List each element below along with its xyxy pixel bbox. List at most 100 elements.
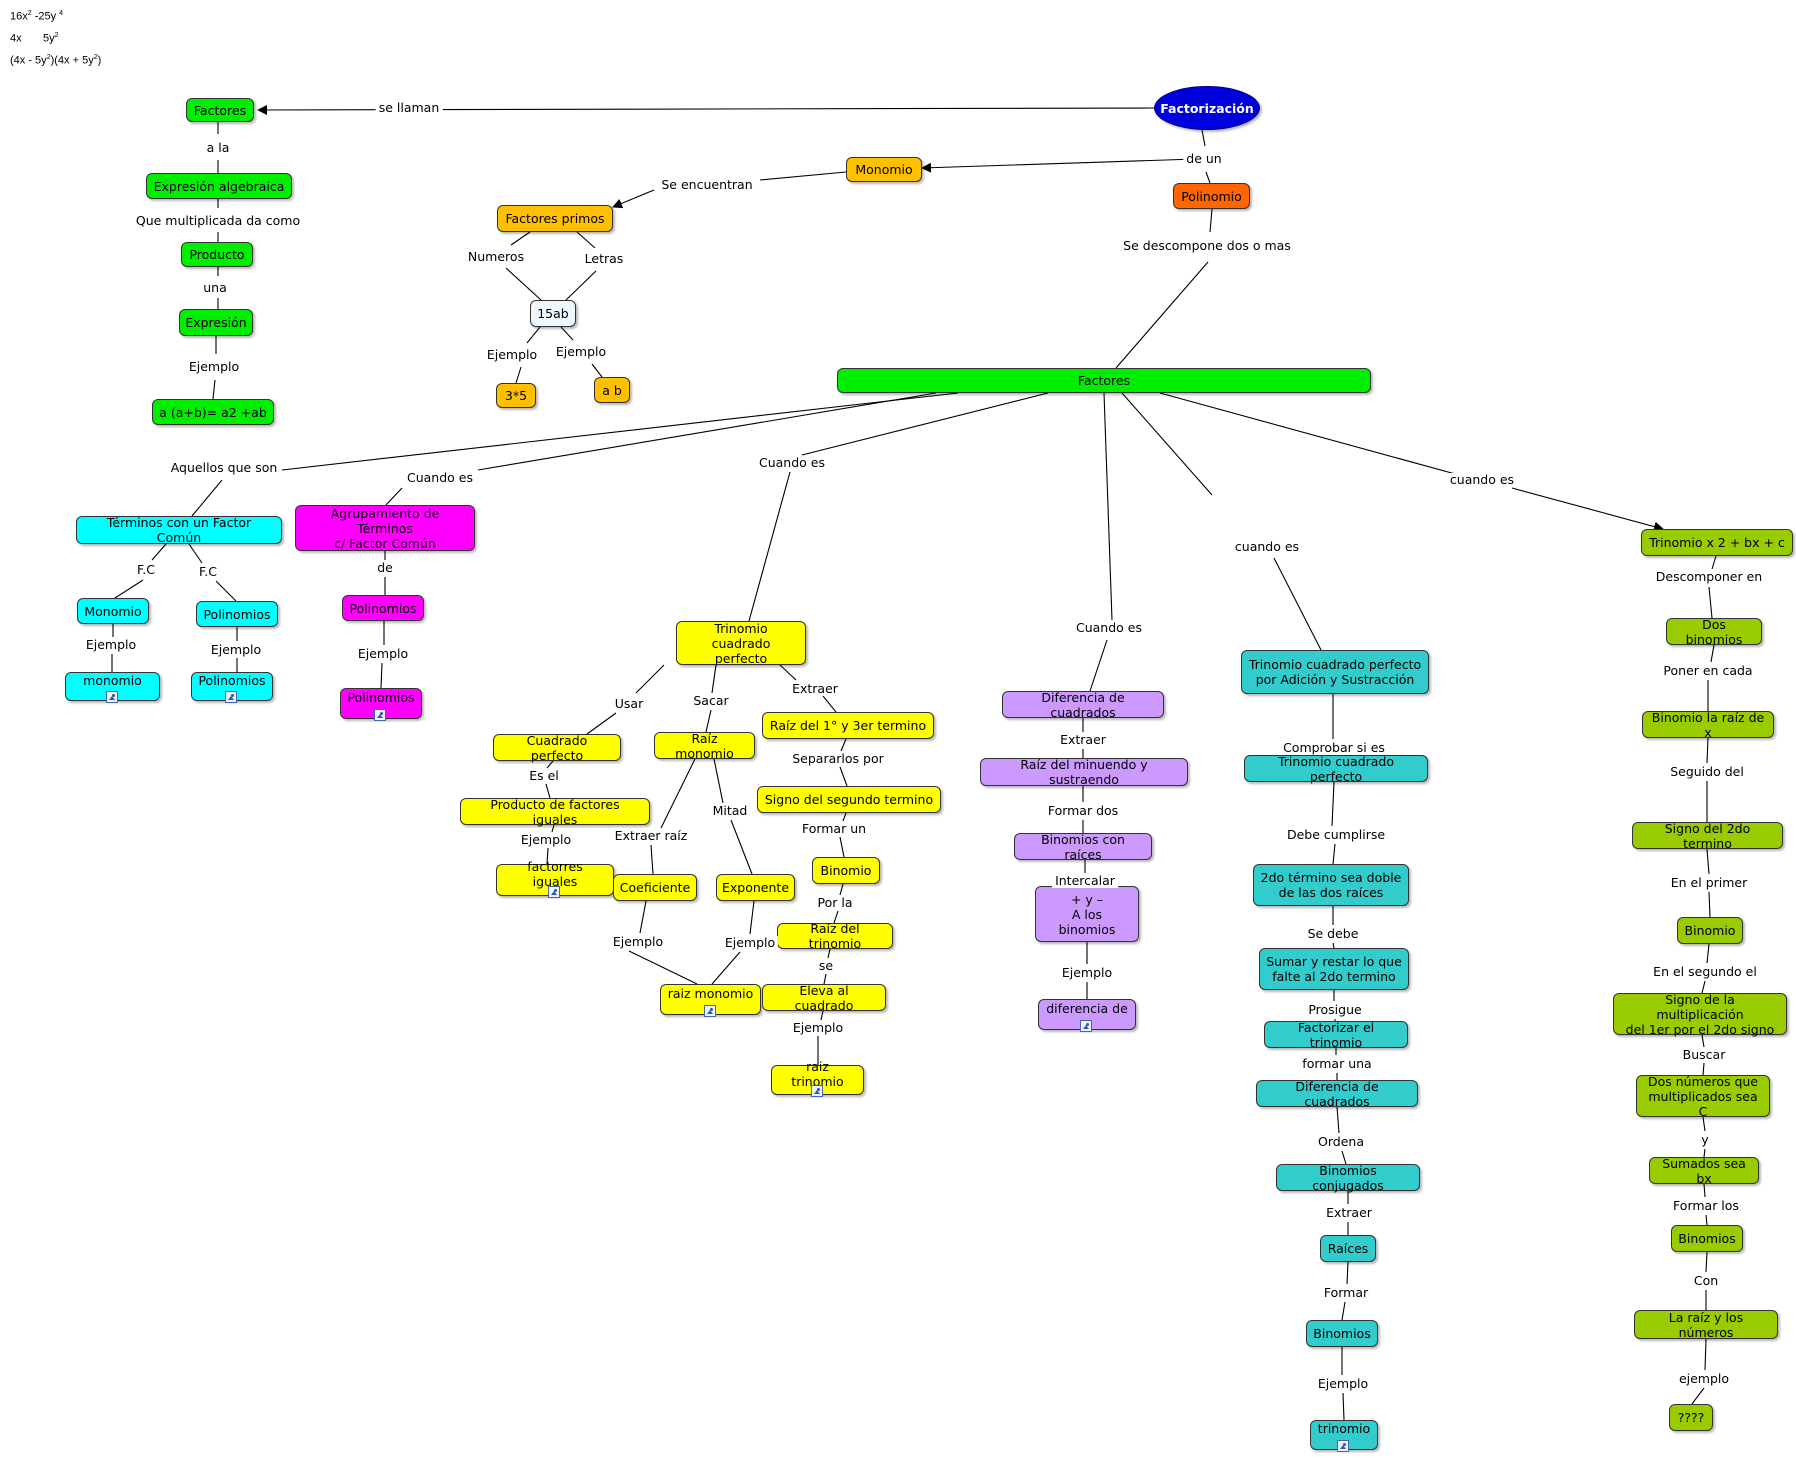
- label-numeros: Numeros: [464, 250, 528, 264]
- label-formar-teal: Formar: [1320, 1286, 1372, 1300]
- node-polinomios-ag-example[interactable]: Polinomios: [340, 688, 422, 721]
- image-icon[interactable]: [225, 691, 237, 703]
- node-binomios-raices[interactable]: Binomios con raíces: [1014, 832, 1152, 862]
- connector-line: [591, 363, 603, 378]
- node-coeficiente[interactable]: Coeficiente: [613, 874, 697, 901]
- node-binomios-olive[interactable]: Binomios: [1671, 1225, 1743, 1252]
- label-extraer-teal: Extraer: [1323, 1206, 1375, 1220]
- node-monomio-top[interactable]: Monomio: [846, 157, 922, 182]
- label-de: de: [374, 561, 396, 575]
- label-ejemplo-left: Ejemplo: [185, 360, 243, 374]
- node-sumados-bx[interactable]: Sumados sea bx: [1649, 1156, 1759, 1186]
- node-tcp-teal[interactable]: Trinomio cuadrado perfecto: [1244, 754, 1428, 784]
- image-icon[interactable]: [548, 886, 560, 898]
- node-raices[interactable]: Raíces: [1320, 1235, 1376, 1262]
- node-diferencia-cuadrados-teal[interactable]: Diferencia de cuadrados: [1256, 1079, 1418, 1109]
- node-3x5[interactable]: 3*5: [496, 383, 536, 408]
- label-ejemplo-cp: Ejemplo: [517, 833, 575, 847]
- node-expresion-algebraica[interactable]: Expresión algebraica: [146, 173, 292, 199]
- node-trinomio-example[interactable]: trinomio: [1310, 1420, 1378, 1452]
- node-producto-factores-iguales[interactable]: Producto de factores iguales: [460, 797, 650, 827]
- connector-line: [1205, 171, 1211, 184]
- node-ab[interactable]: a b: [594, 377, 630, 403]
- node-binomio-tcp[interactable]: Binomio: [812, 857, 880, 884]
- node-factorres-iguales[interactable]: factorres iguales: [496, 859, 614, 898]
- node-diferencia-de-example-label: diferencia de: [1046, 1000, 1128, 1016]
- node-signo-multiplicacion[interactable]: Signo de la multiplicación del 1er por e…: [1613, 992, 1787, 1037]
- image-icon[interactable]: [105, 691, 118, 703]
- node-cuadrado-perfecto[interactable]: Cuadrado perfecto: [493, 733, 621, 763]
- node-eleva-al-cuadrado[interactable]: Eleva al cuadrado: [762, 983, 886, 1013]
- label-se-encuentran: Se encuentran: [658, 178, 756, 192]
- node-diferencia-de-example[interactable]: diferencia de: [1038, 999, 1136, 1032]
- label-buscar: Buscar: [1679, 1048, 1729, 1062]
- node-polinomios-ag[interactable]: Polinomios: [342, 595, 424, 621]
- label-extraer-dc: Extraer: [1057, 733, 1109, 747]
- connector-line: [801, 392, 1049, 456]
- connector-line: [730, 819, 753, 875]
- label-en-primer: En el primer: [1667, 876, 1751, 890]
- node-diferencia-cuadrados[interactable]: Diferencia de cuadrados: [1002, 690, 1164, 720]
- node-polinomios-example[interactable]: Polinomios: [191, 672, 273, 703]
- image-icon[interactable]: [1337, 1440, 1349, 1452]
- image-icon[interactable]: [1080, 1020, 1092, 1032]
- node-factorres-iguales-label: factorres iguales: [527, 858, 583, 889]
- connector-line: [505, 267, 542, 301]
- node-ejemplo-aab[interactable]: a (a+b)= a2 +ab: [152, 399, 274, 425]
- node-expresion[interactable]: Expresión: [179, 309, 253, 336]
- connector-line: [842, 812, 847, 822]
- connector-line: [546, 847, 549, 865]
- node-monomio-fc[interactable]: Monomio: [77, 598, 149, 624]
- node-mas-menos-binomios[interactable]: + y – A los binomios: [1035, 886, 1139, 942]
- image-icon[interactable]: [374, 709, 386, 721]
- node-raiz-numeros[interactable]: La raíz y los números: [1634, 1310, 1778, 1340]
- node-raiz-trinomio-example[interactable]: raiz trinomio: [771, 1059, 864, 1097]
- node-2do-termino-doble[interactable]: 2do término sea doble de las dos raíces: [1253, 864, 1409, 906]
- node-tcp-adicion-sustraccion[interactable]: Trinomio cuadrado perfecto por Adición y…: [1241, 650, 1429, 694]
- connector-line: [1704, 1338, 1707, 1371]
- node-factores-top[interactable]: Factores: [186, 98, 254, 122]
- label-ejemplo-15a: Ejemplo: [483, 348, 541, 362]
- node-agrupamiento[interactable]: Agrupamiento de Términos c/ Factor Común: [295, 505, 475, 551]
- label-seguido: Seguido del: [1667, 765, 1747, 779]
- node-polinomio[interactable]: Polinomio: [1173, 183, 1250, 209]
- node-terminos-fc[interactable]: Términos con un Factor Común: [76, 515, 282, 545]
- connector-line: [1332, 843, 1336, 865]
- node-trinomio-x2[interactable]: Trinomio x 2 + bx + c: [1641, 529, 1793, 556]
- node-factorizar-trinomio[interactable]: Factorizar el trinomio: [1264, 1020, 1408, 1050]
- node-binomios-teal[interactable]: Binomios: [1306, 1320, 1378, 1347]
- node-binomio-olive[interactable]: Binomio: [1677, 917, 1743, 944]
- node-dos-numeros[interactable]: Dos números que multiplicados sea C: [1636, 1074, 1770, 1119]
- label-ejemplo-coef: Ejemplo: [609, 935, 667, 949]
- node-binomios-conjugados[interactable]: Binomios conjugados: [1276, 1163, 1420, 1193]
- node-polinomios-fc[interactable]: Polinomios: [196, 601, 278, 627]
- connector-line: [380, 662, 383, 689]
- node-signo-2do-termino[interactable]: Signo del 2do termino: [1632, 821, 1783, 851]
- node-producto[interactable]: Producto: [181, 242, 253, 267]
- node-trinomio-cuadrado-perfecto[interactable]: Trinomio cuadrado perfecto: [676, 621, 806, 666]
- node-binomio-raiz-x[interactable]: Binomio la raíz de x: [1642, 710, 1774, 740]
- connector-line: [1703, 1183, 1706, 1198]
- label-ejemplo-teal: Ejemplo: [1314, 1377, 1372, 1391]
- node-raiz-monomio[interactable]: Raíz monomio: [654, 731, 755, 761]
- image-icon[interactable]: [810, 1085, 823, 1097]
- node-15ab[interactable]: 15ab: [530, 300, 576, 327]
- node-monomio-example[interactable]: monomio: [65, 672, 160, 703]
- image-icon[interactable]: [703, 1005, 716, 1017]
- connector-line: [510, 231, 531, 246]
- node-sumar-restar[interactable]: Sumar y restar lo que falte al 2do termi…: [1259, 948, 1409, 990]
- node-exponente[interactable]: Exponente: [716, 874, 795, 901]
- node-raiz-monomio-example[interactable]: raiz monomio: [660, 984, 761, 1017]
- label-mitad: Mitad: [709, 804, 751, 818]
- label-en-segundo: En el segundo el: [1650, 965, 1760, 979]
- node-factores-primos[interactable]: Factores primos: [497, 205, 613, 232]
- node-qqqq[interactable]: ????: [1669, 1404, 1713, 1431]
- node-raiz-minuendo[interactable]: Raíz del minuendo y sustraendo: [980, 757, 1188, 787]
- node-raiz-del-trinomio[interactable]: Raíz del trinomio: [777, 921, 893, 951]
- node-factores-main[interactable]: Factores: [837, 368, 1371, 393]
- node-signo-segundo-termino[interactable]: Signo del segundo termino: [757, 786, 941, 813]
- node-factorizacion[interactable]: Factorización: [1154, 86, 1260, 130]
- node-dos-binomios[interactable]: Dos binomios: [1666, 617, 1762, 647]
- connector-line: [551, 824, 555, 833]
- node-raiz-1-3-termino[interactable]: Raíz del 1° y 3er termino: [762, 712, 934, 739]
